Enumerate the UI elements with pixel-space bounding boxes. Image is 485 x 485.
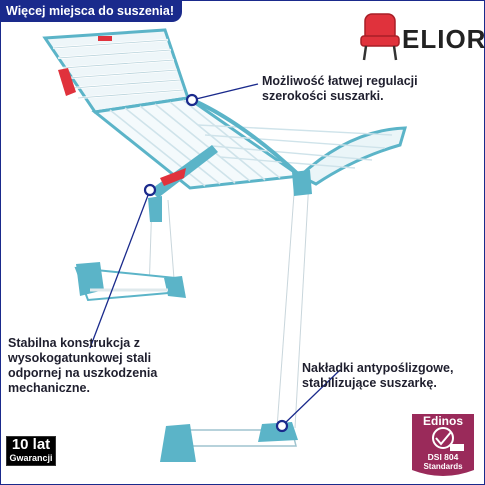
promo-banner: Więcej miejsca do suszenia! <box>0 0 183 22</box>
certificate-title: Edinos <box>422 414 463 428</box>
brand-logo: ELIOR <box>402 24 485 54</box>
red-accent-top <box>98 36 112 41</box>
chair-icon <box>360 13 400 61</box>
certificate-standard: DSI 804 <box>427 452 459 462</box>
red-handle-left <box>58 68 76 96</box>
callout-width-adjust: Możliwość łatwej regulacji szerokości su… <box>262 74 418 103</box>
hook-point-icon <box>143 93 289 433</box>
certificate-label: Standards <box>423 462 463 471</box>
callout-non-slip-caps: Nakładki antypoślizgowe, stabilizujące s… <box>302 361 454 390</box>
certificate-badge: Edinos DSI 804 Standards <box>412 412 474 474</box>
warranty-badge: 10 lat Gwarancji <box>6 436 56 466</box>
certificate-seal-icon <box>412 414 474 476</box>
warranty-label: Gwarancji <box>9 453 53 463</box>
red-clamp <box>160 168 186 186</box>
warranty-years: 10 lat <box>11 436 51 453</box>
callout-steel-construction: Stabilna konstrukcja z wysokogatunkowej … <box>8 336 158 395</box>
